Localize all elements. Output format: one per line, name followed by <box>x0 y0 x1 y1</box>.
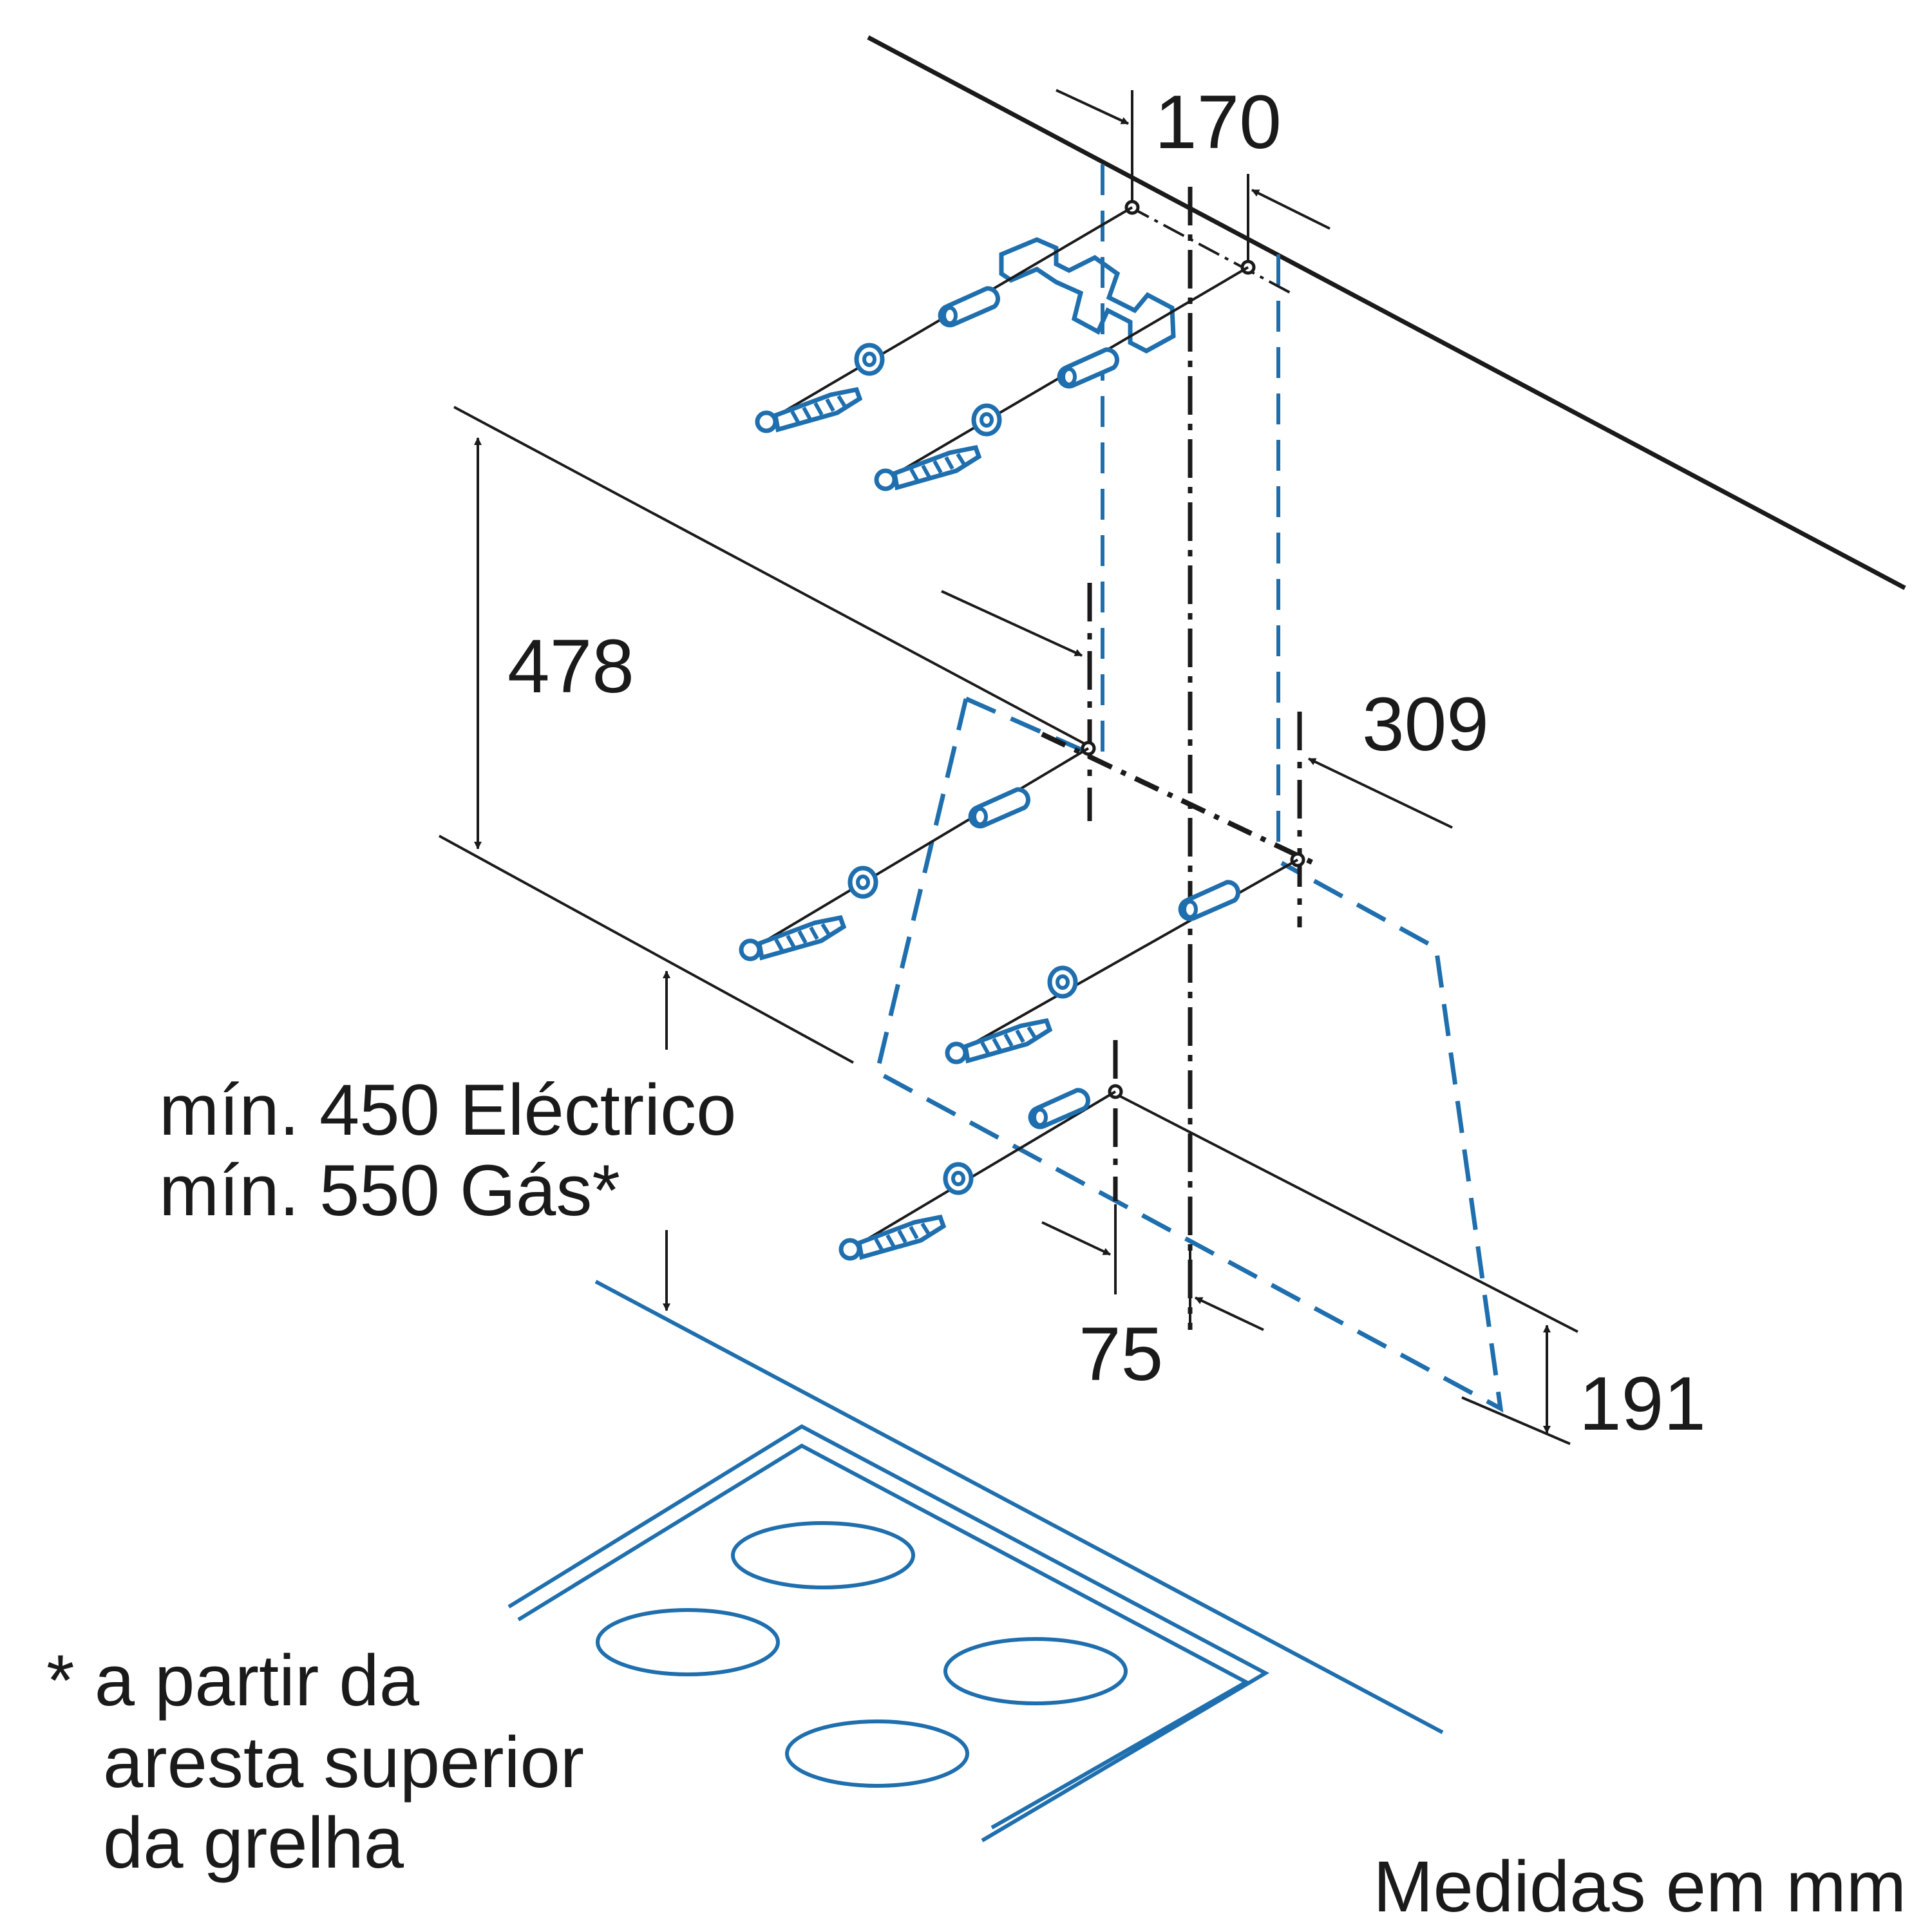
reference-line-lower <box>439 835 854 1064</box>
footnote: * a partir da aresta superior da grelha <box>46 1640 584 1883</box>
wall-plug-icon <box>971 790 1028 826</box>
fasteners <box>741 289 1238 1258</box>
burner-icon <box>731 1521 915 1589</box>
washer-icon <box>850 868 876 896</box>
footnote-line-2: aresta superior <box>103 1722 584 1803</box>
wall-plug-icon <box>1059 350 1117 386</box>
burner-icon <box>943 1637 1128 1705</box>
reference-line-upper <box>453 406 1089 747</box>
burner-icon <box>785 1719 969 1788</box>
top-hole-axis <box>1128 205 1295 296</box>
dimension-75-label: 75 <box>1079 1312 1163 1397</box>
dimension-309: 309 <box>941 590 1489 829</box>
screw-icon <box>947 1021 1050 1062</box>
dimension-191: 191 <box>1543 1325 1706 1446</box>
footnote-line-1: * a partir da <box>46 1640 420 1721</box>
screw-axes <box>749 206 1298 1251</box>
burner-icon <box>596 1608 780 1676</box>
hood-canopy-outline <box>874 696 1504 1413</box>
dimension-191-label: 191 <box>1579 1361 1706 1446</box>
footnote-line-3: da grelha <box>103 1803 404 1883</box>
dimension-309-label: 309 <box>1362 682 1489 767</box>
clearance-electric-label: mín. 450 Eléctrico <box>159 1070 736 1150</box>
washer-icon <box>945 1164 971 1193</box>
wall-plug-icon <box>940 289 998 325</box>
clearance-gas-label: mín. 550 Gás* <box>159 1150 620 1231</box>
dimension-75: 75 <box>1041 1204 1264 1397</box>
mounting-bracket <box>999 237 1176 354</box>
reference-line-right <box>1117 1094 1578 1333</box>
washer-icon <box>974 406 999 434</box>
clearance-dimension: mín. 450 Eléctrico mín. 550 Gás* <box>159 971 736 1311</box>
dimension-170-label: 170 <box>1155 80 1282 165</box>
washer-icon <box>857 345 882 374</box>
wall-plug-icon <box>1030 1090 1088 1127</box>
units-note: Medidas em mm <box>1373 1846 1906 1927</box>
dimension-478: 478 <box>474 437 634 849</box>
cooktop <box>507 1280 1444 1842</box>
dimension-170: 170 <box>1056 80 1331 270</box>
ceiling-line <box>867 35 1906 591</box>
reference-line-bottom <box>1461 1396 1571 1445</box>
dimension-478-label: 478 <box>507 624 634 709</box>
washer-icon <box>1050 968 1075 996</box>
